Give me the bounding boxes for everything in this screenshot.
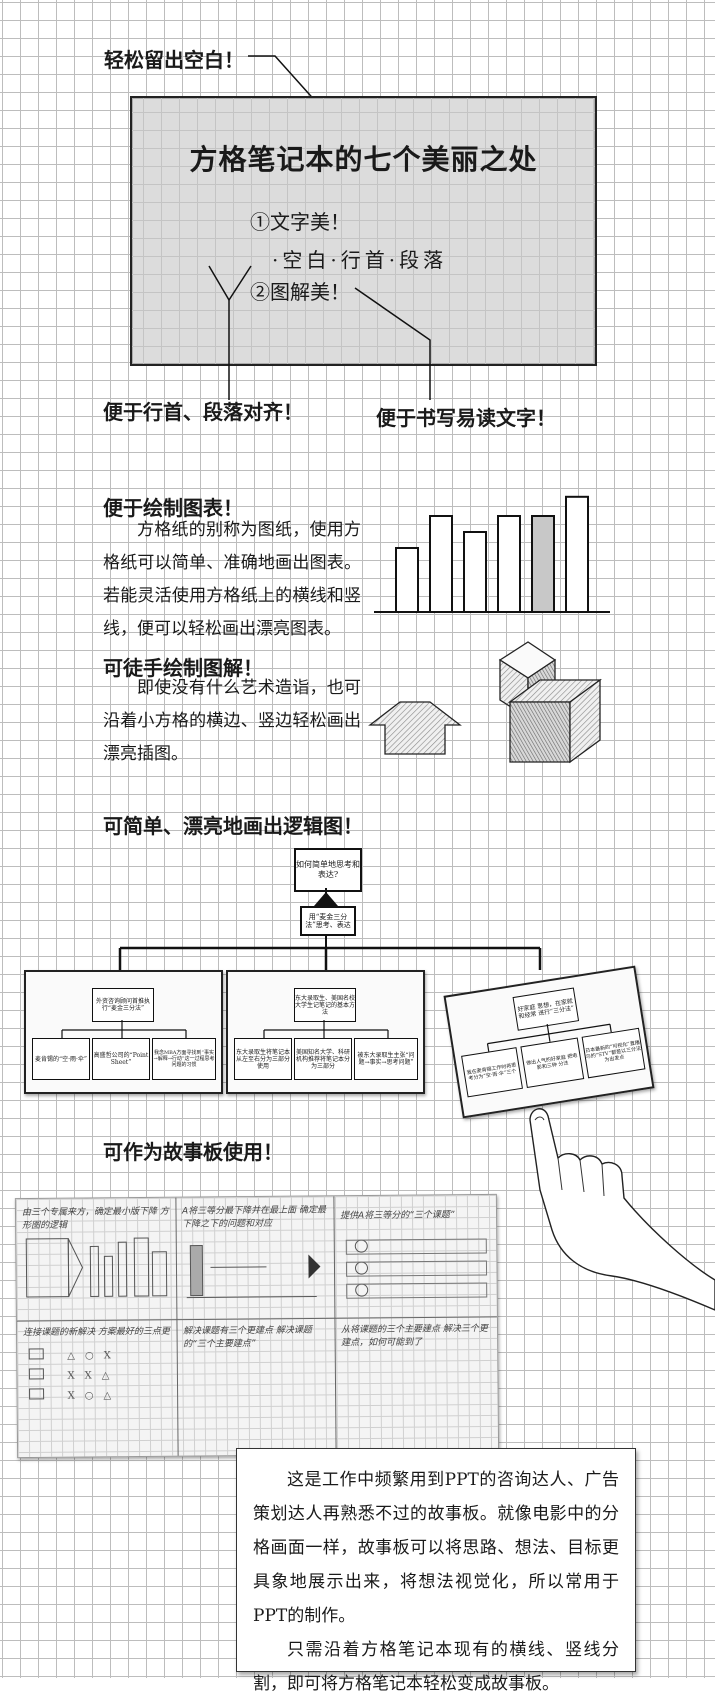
svg-text:X ○ △: X ○ △ — [68, 1390, 112, 1401]
hand-illustration — [500, 1080, 715, 1310]
svg-text:X X △: X X △ — [67, 1370, 109, 1381]
storyboard-heading: 可作为故事板使用！ — [103, 1136, 283, 1165]
storyboard-note-p2: 只需沿着方格笔记本现有的横线、竖线分割，即可将方格笔记本轻松变成故事板。 — [253, 1633, 619, 1701]
storyboard-sheet: △ ○ X X X △ X ○ △ 由三个专属来方，确定最小版下降 方形图的逻辑… — [15, 1194, 499, 1458]
logic-left-panel: 外资咨询顾问首推执行“麦金三分法” 麦肯锡的“空·雨·伞” 高盛哲公司的“Poi… — [24, 970, 223, 1094]
svg-text:△ ○ X: △ ○ X — [67, 1350, 112, 1361]
logic-mid-box: 用“麦金三分法”思考、表达 — [300, 906, 356, 936]
logic-mid-panel: 东大录取生、美国名校大学生记笔记的基本方法 东大录取生将笔记本从左至右分为三部分… — [226, 970, 425, 1094]
logic-connectors — [0, 0, 715, 1100]
storyboard-note-p1: 这是工作中频繁用到PPT的咨询达人、广告策划达人再熟悉不过的故事板。就像电影中的… — [253, 1463, 619, 1633]
storyboard-note: 这是工作中频繁用到PPT的咨询达人、广告策划达人再熟悉不过的故事板。就像电影中的… — [236, 1448, 636, 1672]
